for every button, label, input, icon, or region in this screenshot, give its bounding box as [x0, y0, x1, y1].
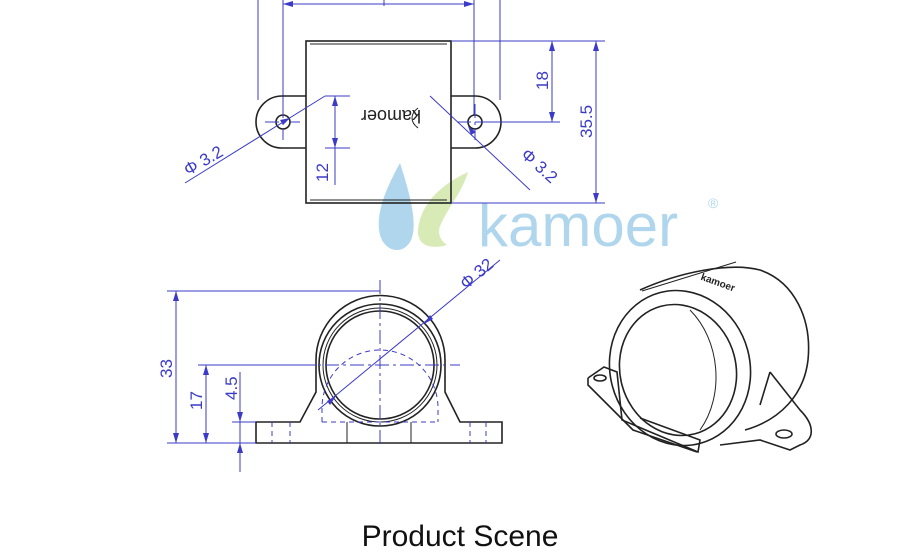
- watermark-leaf-icon: [417, 172, 468, 247]
- dim-bore: Φ 32: [456, 255, 497, 293]
- front-view: Φ 32 33 17 4.5: [157, 255, 503, 472]
- dim-12: 12: [313, 163, 332, 182]
- dim-18: 18: [533, 71, 552, 90]
- iso-cylinder: [639, 266, 810, 431]
- caption-product-scene: Product Scene: [361, 520, 559, 553]
- top-body: [305, 40, 452, 204]
- dim-4-5: 4.5: [222, 376, 241, 400]
- dim-17: 17: [187, 391, 206, 410]
- registered-mark: ®: [708, 195, 719, 211]
- dim-hole-right: Φ 3.2: [517, 145, 561, 187]
- top-view: kamoer 12 Φ 3.2 Φ 3.2 18 35.5: [181, 0, 605, 204]
- dim-35-5: 35.5: [577, 105, 596, 138]
- front-base: [255, 294, 503, 444]
- dim-hole-left: Φ 3.2: [181, 142, 227, 179]
- left-ear: [255, 95, 306, 149]
- watermark-text: kamoer: [478, 192, 678, 259]
- watermark-drop-icon: [378, 163, 414, 251]
- body-stamp-text: kamoer: [361, 106, 421, 126]
- dim-33: 33: [157, 359, 176, 378]
- isometric-view: kamoer: [587, 261, 813, 454]
- iso-stamp-text: kamoer: [699, 272, 736, 295]
